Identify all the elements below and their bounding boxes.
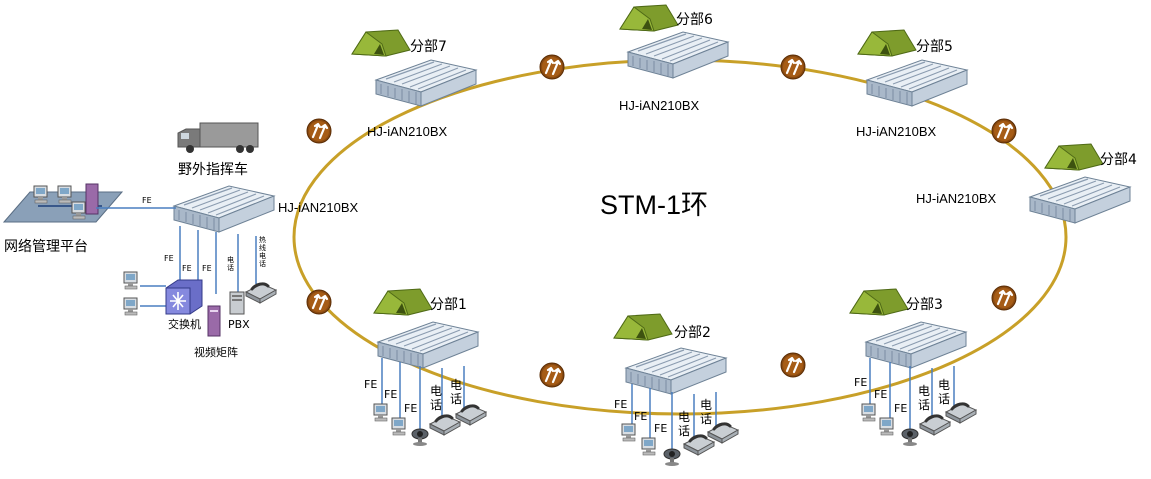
device-branch1 [377,321,479,369]
branch1-label: 分部1 [430,297,467,313]
device-branch7 [375,59,477,107]
fe-label: FE [202,264,212,273]
regenerator-icon [538,53,566,81]
branch2-downlinks [631,384,717,452]
switch-icon [165,279,203,315]
fe-label: FE [364,378,378,391]
tent-icon-branch7 [351,29,411,57]
device-branch4 [1029,176,1131,224]
fe-label: FE [182,264,192,273]
device-model-label: HJ-iAN210BX [619,98,700,113]
phone-icon [944,402,978,425]
device-branch2 [625,347,727,395]
phone-label: 电话 [227,256,234,272]
pc-icon [391,417,406,436]
tent-icon-branch3 [849,288,909,316]
branch3-downlinks [869,358,955,432]
fe-label: FE [634,410,648,423]
phone-icon [682,434,716,457]
device-model-label: HJ-iAN210BX [278,200,359,215]
branch3-label: 分部3 [906,297,943,313]
phone-label: 电话 [918,384,931,412]
tent-icon-branch5 [857,29,917,57]
device-branch5 [866,59,968,107]
hotline-phone-label: 热线电话 [259,236,266,268]
fe-label: FE [654,422,668,435]
fe-label: FE [142,196,152,205]
regenerator-icon [538,361,566,389]
pbx-icon [229,291,245,315]
command-vehicle-label: 野外指挥车 [178,162,248,178]
fe-label: FE [854,376,868,389]
truck-icon [177,122,259,153]
tent-icon-branch2 [613,313,673,341]
regenerator-icon [990,117,1018,145]
phone-label: 电话 [938,378,951,406]
camera-icon [663,448,681,467]
pc-icon [879,417,894,436]
video-matrix-label: 视频矩阵 [194,346,238,359]
phone-icon [428,414,462,437]
ring-title: STM-1环 [600,190,708,220]
network-platform-icon [2,183,124,223]
phone-label: 电话 [700,398,713,426]
device-command [173,185,275,233]
branch2-label: 分部2 [674,325,711,341]
tent-icon-branch4 [1044,143,1104,171]
pc-icon [123,271,138,290]
phone-label: 电话 [430,384,443,412]
phone-label: 电话 [678,410,691,438]
video-matrix-icon [207,305,221,337]
pc-icon [123,297,138,316]
network-platform-label: 网络管理平台 [4,239,88,255]
branch7-label: 分部7 [410,39,447,55]
device-model-label: HJ-iAN210BX [367,124,448,139]
fe-label: FE [874,388,888,401]
device-branch3 [865,321,967,369]
regenerator-icon [990,284,1018,312]
pc-icon [621,423,636,442]
pc-icon [373,403,388,422]
phone-icon [706,422,740,445]
regenerator-icon [779,351,807,379]
branch6-label: 分部6 [676,12,713,28]
regenerator-icon [305,288,333,316]
fe-label: FE [894,402,908,415]
device-branch6 [627,31,729,79]
switch-label: 交换机 [168,318,201,331]
regenerator-icon [779,53,807,81]
regenerator-icon [305,117,333,145]
phone-icon [244,282,278,305]
pc-icon [861,403,876,422]
device-model-label: HJ-iAN210BX [856,124,937,139]
fe-label: FE [384,388,398,401]
fe-label: FE [614,398,628,411]
camera-icon [411,428,429,447]
fe-label: FE [164,254,174,263]
fe-label: FE [404,402,418,415]
tent-icon-branch1 [373,288,433,316]
branch1-downlinks [381,358,465,432]
device-model-label: HJ-iAN210BX [916,191,997,206]
phone-label: 电话 [450,378,463,406]
branch4-label: 分部4 [1100,152,1137,168]
tent-icon-branch6 [619,4,679,32]
command-downlinks [140,226,257,307]
pbx-label: PBX [228,318,250,331]
phone-icon [918,414,952,437]
branch5-label: 分部5 [916,39,953,55]
pc-icon [641,437,656,456]
camera-icon [901,428,919,447]
